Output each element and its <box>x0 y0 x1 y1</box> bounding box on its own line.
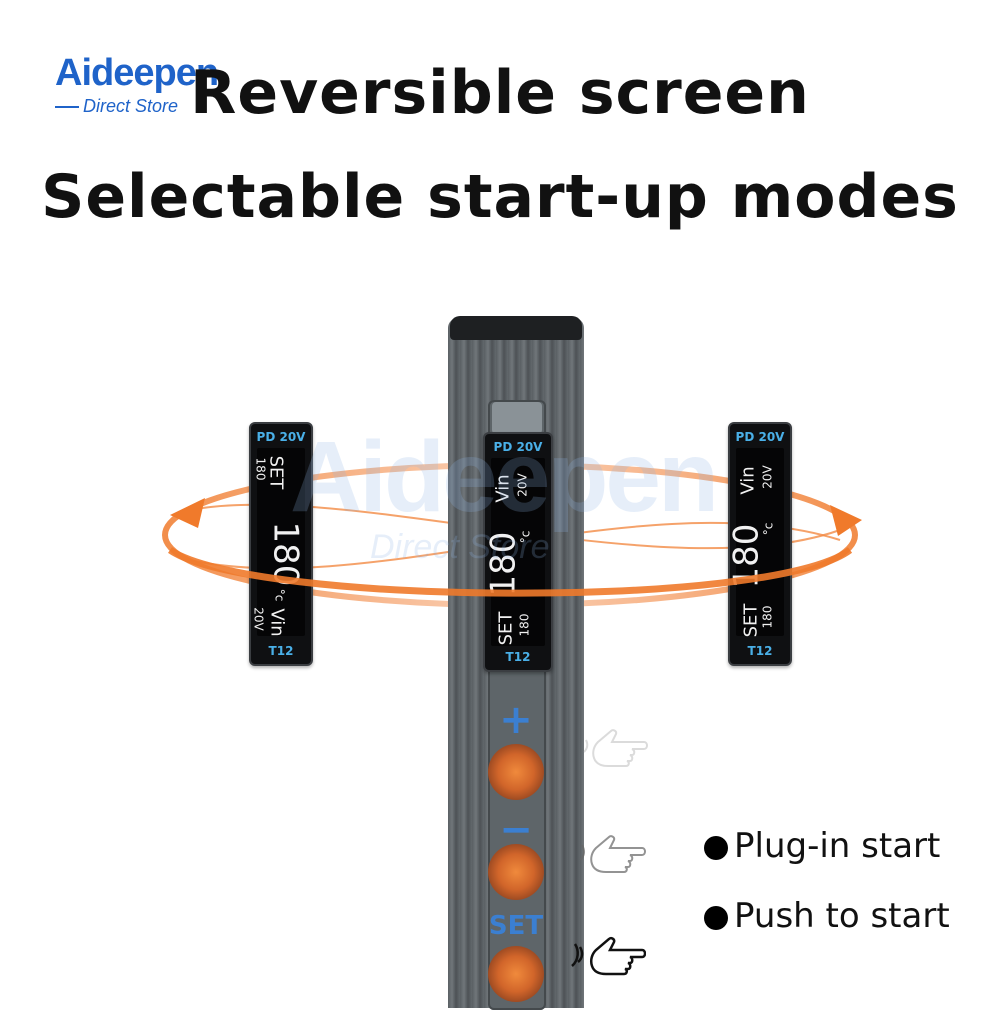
tip-label: T12 <box>268 644 294 658</box>
headline-line-2: Selectable start-up modes <box>41 162 959 232</box>
pointing-hand-icon <box>583 729 648 767</box>
minus-button[interactable] <box>488 844 544 900</box>
pointing-hand-icon <box>579 835 646 873</box>
bullet-dot <box>704 835 728 860</box>
vin-value: 20V <box>760 465 775 489</box>
logo-sub-text: Direct Store <box>83 96 179 116</box>
set-label: SET <box>740 603 762 638</box>
temperature-unit: °c <box>761 522 776 536</box>
mode-item-plug-in: Plug-in start <box>704 826 940 866</box>
vin-label: Vin <box>266 608 288 637</box>
set-symbol: SET <box>488 911 544 941</box>
watermark-main-text: Aideepen <box>290 421 719 533</box>
set-value: 180 <box>253 457 268 481</box>
right-screen: Vin 20V 180 °c SET 180 <box>726 448 784 638</box>
arrow-head-right <box>830 505 862 536</box>
handle-top-cap <box>450 316 582 340</box>
vin-label: Vin <box>737 466 759 495</box>
left-screen: SET 180 180 °c Vin 20V <box>252 448 305 637</box>
pd-label: PD 20V <box>735 430 785 444</box>
pointing-hand-icon <box>571 936 646 976</box>
pd-label: PD 20V <box>256 430 306 444</box>
tip-label: T12 <box>505 650 531 664</box>
pd-label: PD 20V <box>493 440 543 454</box>
brand-logo: Aideepen Direct Store <box>55 52 285 122</box>
vin-value: 20V <box>251 607 266 631</box>
right-display: PD 20V Vin 20V 180 °c SET 180 T12 <box>726 422 792 666</box>
left-display: PD 20V SET 180 180 °c Vin 20V T12 <box>249 422 313 666</box>
bullet-dot <box>704 905 728 930</box>
set-button[interactable] <box>488 946 544 1002</box>
logo-main-text: Aideepen <box>55 52 219 94</box>
watermark-sub-text: Direct Store <box>370 528 550 566</box>
watermark: Aideepen Direct Store <box>290 420 730 580</box>
logo-divider <box>55 106 79 108</box>
set-label: SET <box>265 455 287 490</box>
mode-item-push: Push to start <box>704 896 950 936</box>
set-value: 180 <box>517 613 532 637</box>
headline-line-1: Reversible screen <box>190 58 810 128</box>
plus-symbol: + <box>499 697 533 743</box>
display-mount <box>492 402 542 434</box>
set-value: 180 <box>760 605 775 629</box>
arrow-head-left <box>170 498 205 528</box>
minus-symbol: − <box>499 807 533 853</box>
set-label: SET <box>495 611 517 646</box>
mode-label: Plug-in start <box>734 826 941 866</box>
tip-label: T12 <box>747 644 773 658</box>
temperature-unit: °c <box>272 588 287 602</box>
mode-label: Push to start <box>734 896 950 936</box>
plus-button[interactable] <box>488 744 544 800</box>
